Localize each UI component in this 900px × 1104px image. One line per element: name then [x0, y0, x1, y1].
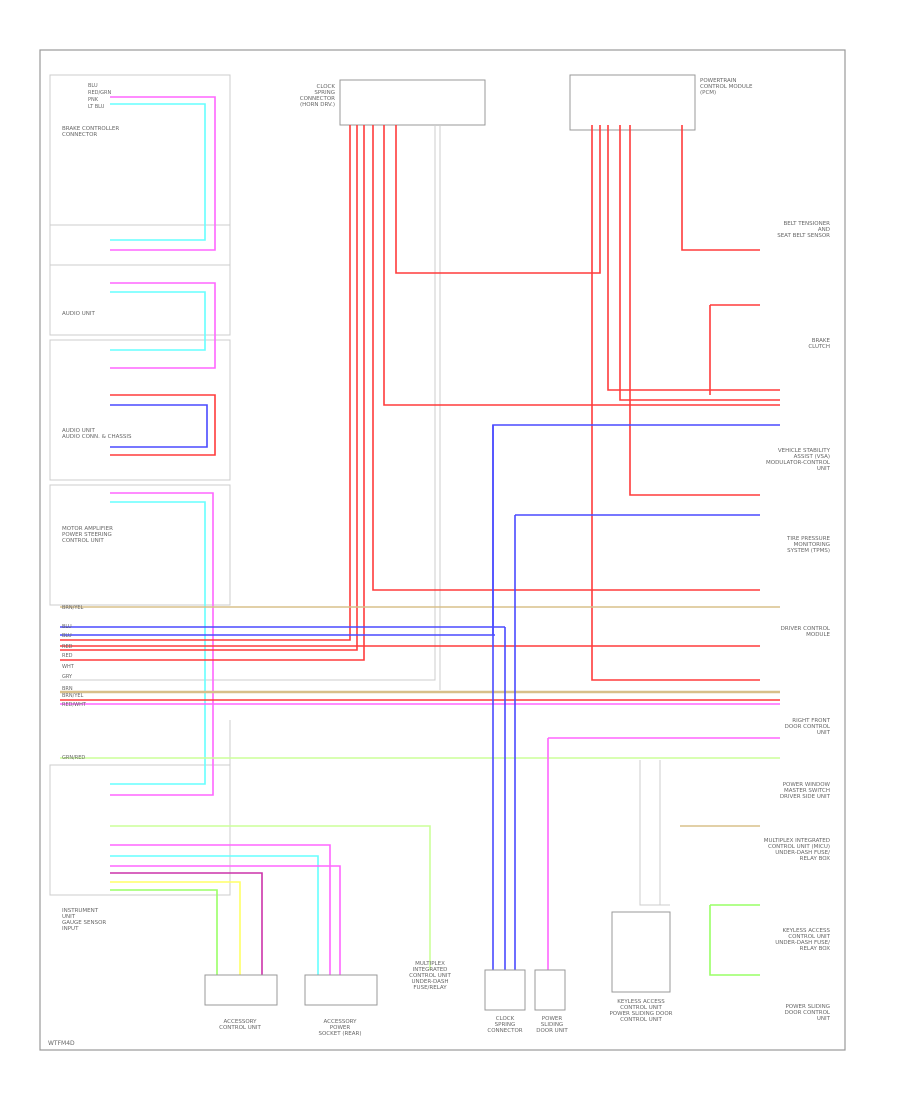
bus-label-1: BRN/YEL	[62, 605, 84, 611]
wire-14	[110, 404, 208, 448]
wire-10	[110, 103, 206, 241]
top-connector-pcm	[569, 74, 696, 131]
wire-38	[492, 424, 780, 635]
left-connector-block-5	[49, 764, 231, 896]
wire-27	[681, 125, 760, 251]
wire-20	[372, 125, 760, 591]
bus-label-11: GRN/RED	[62, 755, 85, 761]
wire-25	[619, 125, 780, 401]
wire-21	[383, 125, 780, 406]
wires-layer	[60, 90, 780, 976]
left-connector-block-4	[49, 484, 231, 606]
wire-51	[110, 872, 263, 975]
left-connector-block-3	[49, 339, 231, 481]
wire-15	[110, 492, 214, 796]
wire-54	[110, 865, 341, 975]
bus-label-7: GRY	[62, 674, 73, 680]
left-connector-block-2	[49, 224, 231, 336]
wire-22	[395, 125, 601, 274]
bus-label-5: RED	[62, 653, 73, 659]
wire-17	[60, 125, 351, 641]
wire-16	[110, 501, 206, 785]
label-audio-unit: AUDIO UNIT	[62, 311, 95, 317]
bus-label-3: BLU	[62, 633, 72, 639]
bus-label-10: RED/WHT	[62, 702, 87, 708]
top-connector-clock-spring	[339, 79, 486, 126]
bottom-connector-accessory-control	[204, 974, 278, 1006]
wire-19	[60, 125, 365, 661]
bottom-connector-keyless	[611, 911, 671, 993]
bottom-connector-clock-spring	[484, 969, 526, 1011]
pin-label-1: BLU	[88, 83, 98, 89]
wire-7	[639, 760, 670, 906]
wire-26	[629, 125, 760, 496]
pin-label-4: LT BLU	[88, 104, 105, 110]
bus-label-9: BRN/YEL	[62, 693, 84, 699]
footer-code: WTFM4D	[48, 1040, 75, 1047]
wire-18	[60, 125, 358, 651]
wire-12	[110, 291, 206, 351]
left-connectors	[49, 74, 231, 896]
bottom-connector-accessory-socket	[304, 974, 378, 1006]
wire-50	[110, 855, 319, 975]
wire-49	[110, 844, 331, 975]
wire-13	[110, 394, 216, 456]
bus-label-2: BLU	[62, 624, 72, 630]
bus-labels: BRN/YEL BLU BLU RED RED WHT GRY BRN BRN/…	[62, 605, 87, 761]
pin-label-2: RED/GRN	[88, 90, 112, 96]
bus-label-8: BRN	[62, 686, 73, 692]
bottom-connector-power-sliding	[534, 969, 566, 1011]
wire-23	[591, 125, 760, 681]
wire-24	[607, 125, 780, 391]
wire-48	[110, 825, 431, 970]
bus-label-4: RED	[62, 644, 73, 650]
diagram-frame	[39, 49, 846, 1051]
bus-label-6: WHT	[62, 664, 75, 670]
top-connectors	[339, 74, 696, 131]
wire-11	[110, 282, 216, 369]
wire-52	[110, 881, 241, 975]
bottom-connectors	[204, 911, 671, 1011]
pin-label-3: PNK	[88, 97, 99, 103]
wire-46	[709, 905, 760, 976]
wire-53	[110, 889, 218, 975]
top-left-pin-labels: BLU RED/GRN PNK LT BLU	[88, 83, 112, 110]
wire-5	[60, 125, 436, 681]
wire-9	[110, 96, 216, 251]
